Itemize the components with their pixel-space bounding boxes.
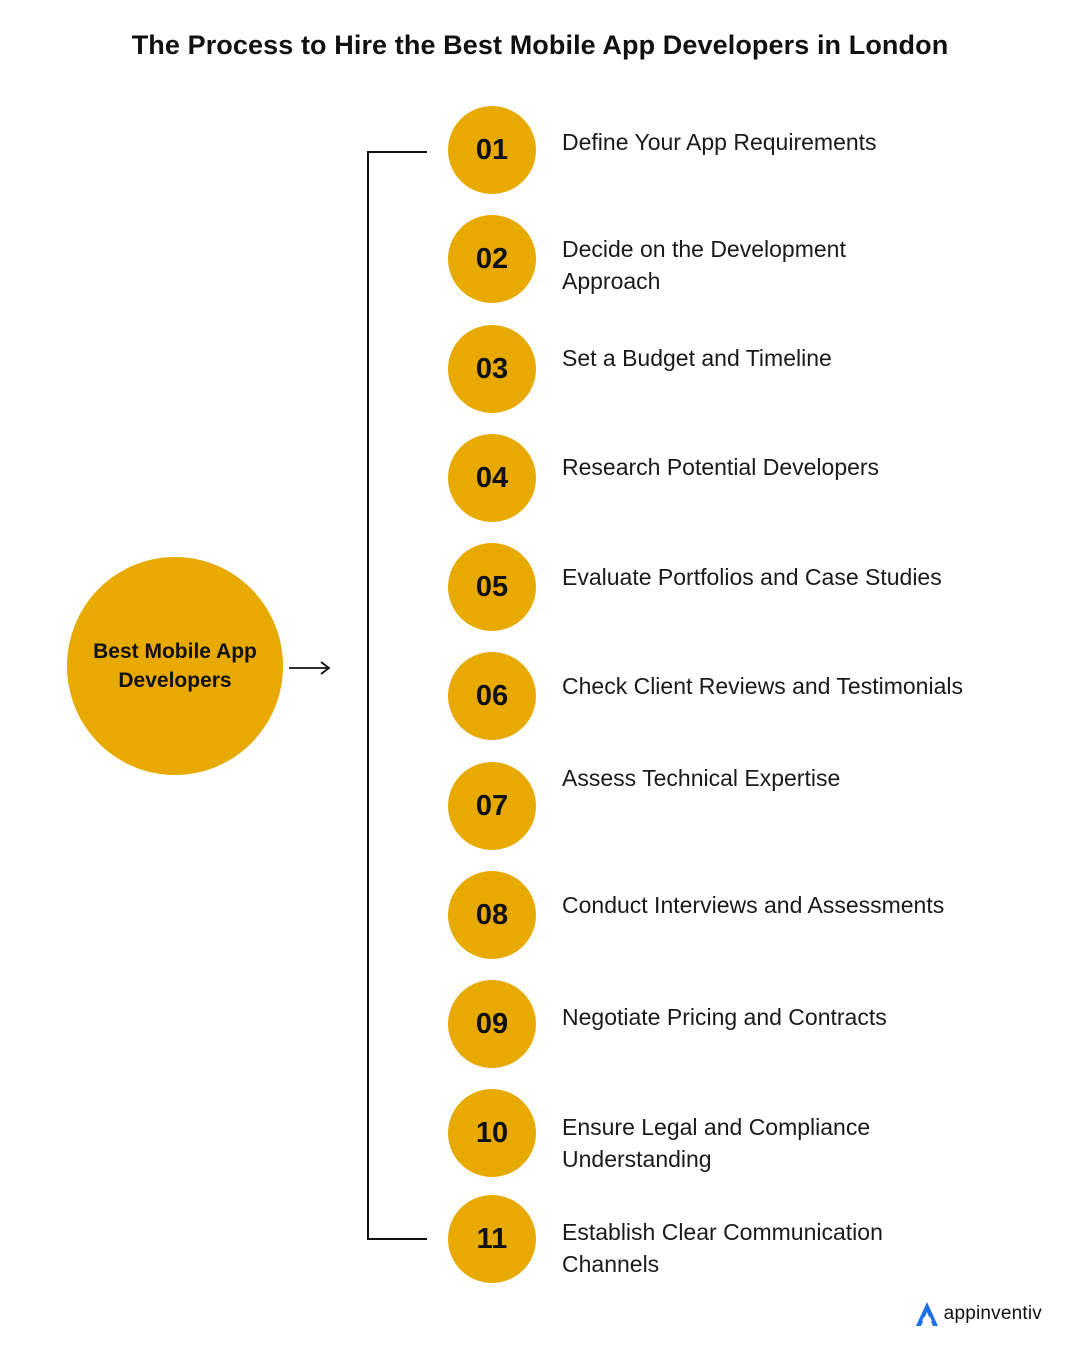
step-item: 04 Research Potential Developers	[448, 434, 1068, 522]
step-item: 01 Define Your App Requirements	[448, 106, 1068, 194]
step-number-badge: 02	[448, 215, 536, 303]
step-label: Decide on the Development Approach	[562, 236, 846, 294]
connector-bracket	[367, 151, 427, 1240]
step-label: Negotiate Pricing and Contracts	[562, 1004, 887, 1030]
step-label: Set a Budget and Timeline	[562, 345, 832, 371]
step-item: 05 Evaluate Portfolios and Case Studies	[448, 543, 1068, 631]
step-number-badge: 10	[448, 1089, 536, 1177]
step-item: 06 Check Client Reviews and Testimonials	[448, 652, 1068, 740]
step-item: 10 Ensure Legal and Compliance Understan…	[448, 1089, 1068, 1177]
step-label: Research Potential Developers	[562, 454, 880, 480]
step-label: Conduct Interviews and Assessments	[562, 892, 945, 918]
step-item: 09 Negotiate Pricing and Contracts	[448, 980, 1068, 1068]
step-number-badge: 09	[448, 980, 536, 1068]
brand-logo: appinventiv	[913, 1300, 1042, 1328]
hub-circle: Best Mobile App Developers	[67, 557, 283, 775]
appinventiv-logo-icon	[915, 1302, 938, 1326]
step-number-badge: 03	[448, 325, 536, 413]
right-arrow-icon	[289, 661, 331, 675]
hub-label: Best Mobile App Developers	[93, 640, 257, 692]
step-item: 07 Assess Technical Expertise	[448, 762, 1068, 850]
brand-name: appinventiv	[943, 1303, 1042, 1324]
step-label: Ensure Legal and Compliance Understandin…	[562, 1114, 871, 1172]
step-label: Assess Technical Expertise	[562, 765, 841, 791]
step-label: Define Your App Requirements	[562, 129, 877, 155]
step-number-badge: 11	[448, 1195, 536, 1283]
step-number-badge: 07	[448, 762, 536, 850]
step-number-badge: 01	[448, 106, 536, 194]
step-label: Check Client Reviews and Testimonials	[562, 673, 963, 699]
step-number-badge: 06	[448, 652, 536, 740]
step-label: Establish Clear Communication Channels	[562, 1219, 883, 1277]
step-number-badge: 05	[448, 543, 536, 631]
step-number-badge: 04	[448, 434, 536, 522]
step-number-badge: 08	[448, 871, 536, 959]
step-item: 11 Establish Clear Communication Channel…	[448, 1195, 1068, 1283]
step-label: Evaluate Portfolios and Case Studies	[562, 564, 942, 590]
step-item: 03 Set a Budget and Timeline	[448, 325, 1068, 413]
page-title: The Process to Hire the Best Mobile App …	[131, 30, 949, 60]
step-item: 08 Conduct Interviews and Assessments	[448, 871, 1068, 959]
step-item: 02 Decide on the Development Approach	[448, 215, 1068, 303]
